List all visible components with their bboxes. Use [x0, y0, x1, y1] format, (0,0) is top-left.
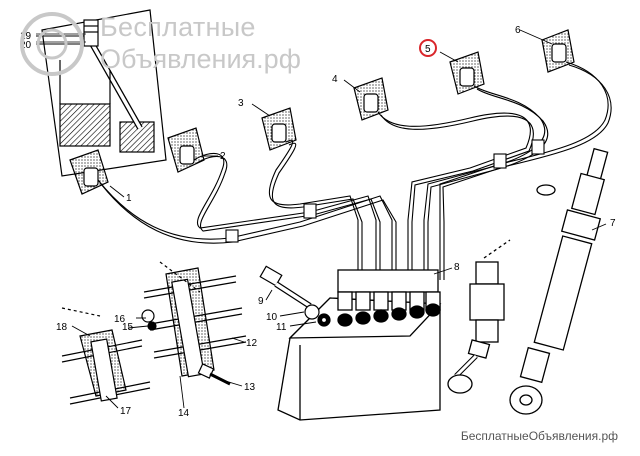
- banjo-bolt-assembly: [259, 265, 331, 327]
- callout-15: 15: [122, 322, 134, 333]
- watermark-line-2: Объявления.рф: [100, 44, 301, 74]
- callout-20: 20: [20, 40, 32, 51]
- callout-19: 19: [20, 31, 32, 42]
- callout-17: 17: [120, 406, 132, 417]
- callout-12: 12: [246, 338, 258, 349]
- injector-cylinder-6: [541, 29, 575, 73]
- callout-3: 3: [238, 98, 244, 109]
- injector-cylinder-3: [261, 107, 297, 151]
- injector-cylinder-4: [353, 77, 389, 121]
- pipe-clamp-assemblies: [61, 261, 247, 405]
- callout-1: 1: [126, 193, 132, 204]
- fuel-filter-fitting: [447, 239, 511, 394]
- watermark-footer: БесплатныеОбъявления.рф: [460, 429, 618, 443]
- callout-9: 9: [258, 296, 264, 307]
- callout-6: 6: [515, 25, 521, 36]
- watermark-line-1: Бесплатные: [100, 12, 256, 42]
- engine-cutaway-inset: [36, 9, 167, 177]
- callout-18: 18: [56, 322, 68, 333]
- watermark-logo: [20, 12, 84, 76]
- callout-7: 7: [610, 218, 616, 229]
- callout-16: 16: [114, 314, 126, 325]
- high-pressure-fuel-lines: [97, 61, 612, 280]
- callout-leaders: [36, 29, 607, 409]
- callout-10: 10: [266, 312, 278, 323]
- callout-2: 2: [220, 151, 226, 162]
- injector-nozzle: [509, 147, 609, 415]
- callout-5: 5: [425, 44, 431, 55]
- callout-4: 4: [332, 74, 338, 85]
- injection-pump: [277, 269, 442, 421]
- injector-cylinder-1: [69, 149, 109, 195]
- injector-cylinder-5: [449, 51, 485, 95]
- highlight-ring: [419, 39, 437, 57]
- injector-cylinder-2: [167, 127, 205, 173]
- callout-labels: 1 2 3 4 5 6 7 8 9 10 11 12 13 14 15 16 1…: [20, 25, 616, 419]
- callout-11: 11: [276, 322, 287, 333]
- callout-8: 8: [454, 262, 460, 273]
- callout-14: 14: [178, 408, 190, 419]
- callout-13: 13: [244, 382, 256, 393]
